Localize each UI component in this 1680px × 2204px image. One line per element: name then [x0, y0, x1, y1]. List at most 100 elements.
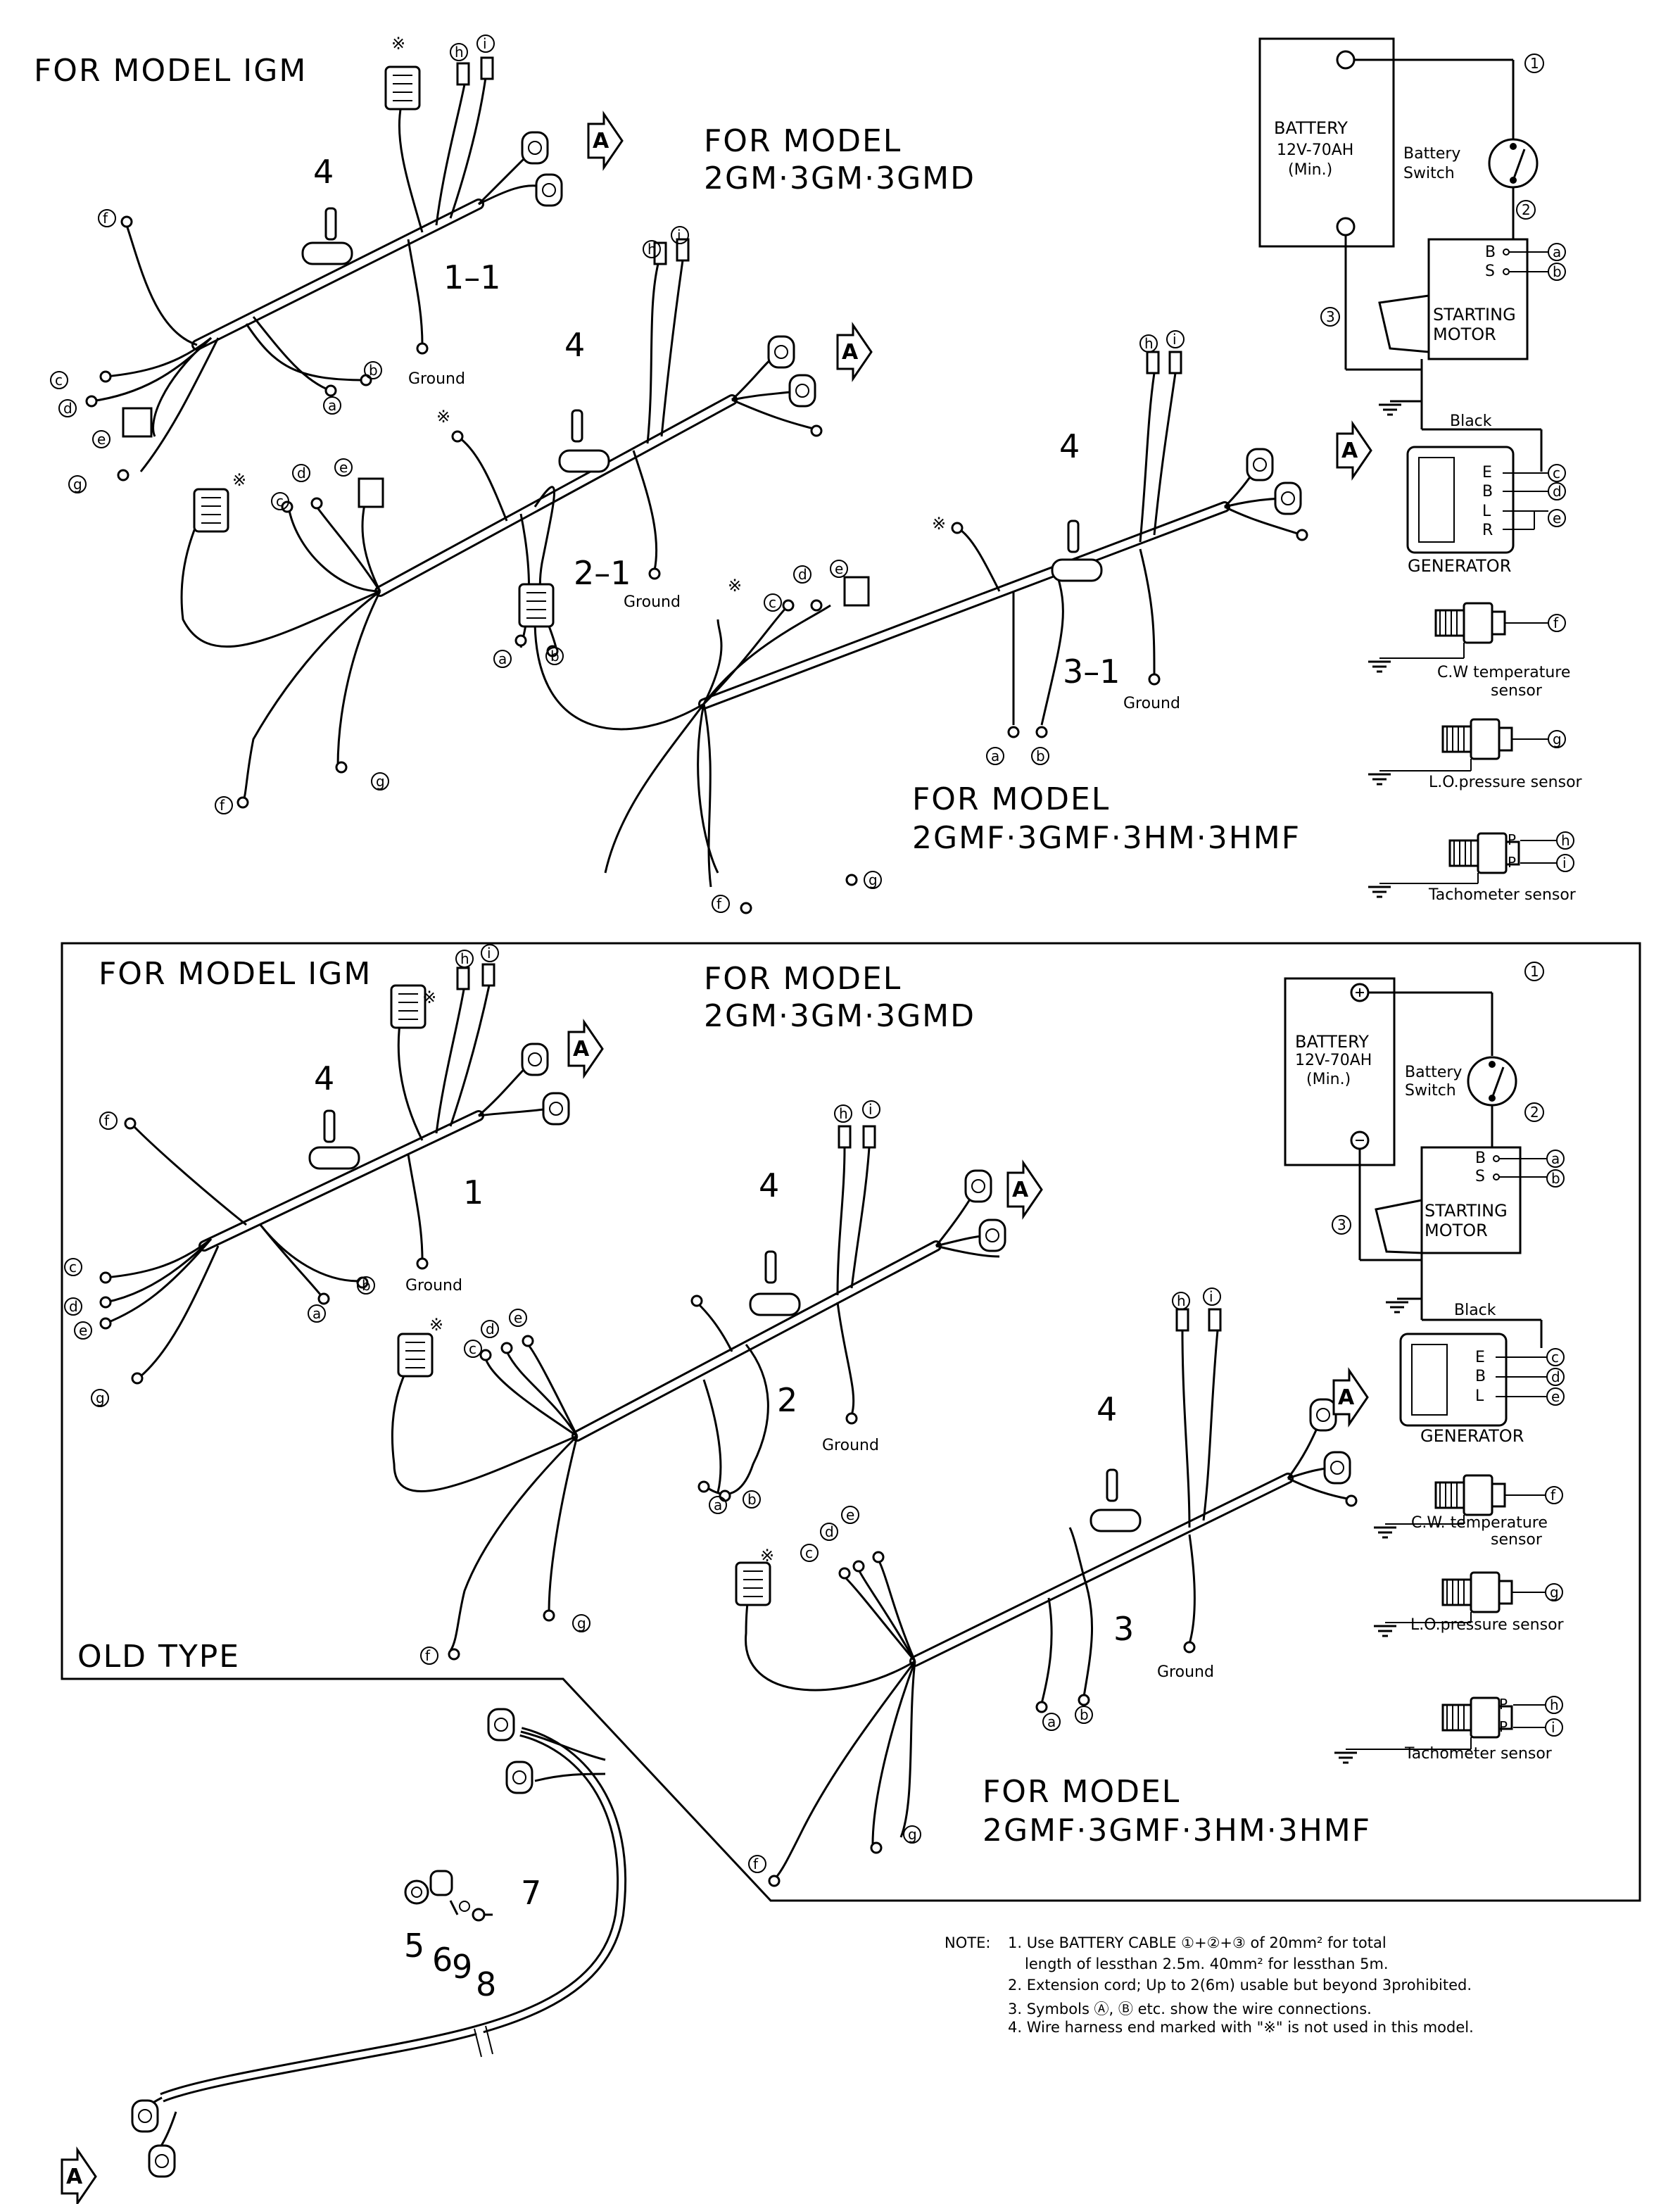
- title-top-1gm: FOR MODEL IGM: [34, 53, 307, 89]
- svg-text:g: g: [869, 871, 878, 888]
- svg-text:h: h: [1550, 1696, 1559, 1713]
- svg-text:d: d: [798, 566, 807, 583]
- part-label-8: 8: [476, 1965, 496, 2003]
- svg-text:d: d: [297, 465, 306, 481]
- cw-label-top-1: C.W temperature: [1437, 664, 1570, 681]
- svg-text:d: d: [1553, 483, 1562, 500]
- marker-f-circuit-old: f: [1545, 1486, 1563, 1504]
- svg-text:3: 3: [1337, 1216, 1346, 1233]
- marker-c-circuit-old: c: [1546, 1348, 1565, 1366]
- marker-f-top-3: f: [712, 895, 730, 913]
- ground-label-old-3: Ground: [1157, 1663, 1214, 1681]
- marker-i-circuit-top: i: [1556, 854, 1574, 872]
- terminal-s-top: S: [1485, 263, 1495, 280]
- circuit-top: BATTERY 12V-70AH (Min.) Battery Switch 1…: [1258, 37, 1583, 904]
- svg-text:i: i: [1551, 1719, 1555, 1736]
- marker-b-old-3: b: [1075, 1706, 1093, 1724]
- marker-e-old-3: e: [841, 1506, 859, 1524]
- battery-min-old: (Min.): [1306, 1071, 1351, 1088]
- star-old-3: ※: [760, 1546, 774, 1566]
- harness-1: 1 4 Ground ※ h i f c d e g a b: [64, 944, 604, 1407]
- marker-a-old-1: a: [308, 1304, 326, 1323]
- svg-text:b: b: [550, 648, 560, 665]
- tacho-label-top: Tachometer sensor: [1428, 886, 1577, 904]
- note-1a: 1. Use BATTERY CABLE ①+②+③ of 20mm² for …: [1008, 1934, 1387, 1951]
- old-type-label: OLD TYPE: [77, 1639, 240, 1675]
- part-label-5: 5: [404, 1927, 424, 1965]
- switch-label-old-2: Switch: [1405, 1082, 1456, 1100]
- svg-text:g: g: [908, 1826, 917, 1843]
- svg-text:f: f: [716, 895, 722, 912]
- generator-label-old: GENERATOR: [1420, 1426, 1524, 1446]
- switch-label-top-2: Switch: [1403, 165, 1455, 182]
- starting-motor-old: [1420, 1146, 1522, 1254]
- svg-text:e: e: [514, 1309, 522, 1326]
- title-old-2gm-line2: 2GM·3GM·3GMD: [704, 998, 975, 1034]
- marker-c-circuit-top: c: [1548, 464, 1566, 482]
- marker-b-top-3: b: [1031, 747, 1049, 765]
- marker-2-old: 2: [1524, 1102, 1544, 1122]
- marker-i-circuit-old: i: [1545, 1718, 1563, 1737]
- harness-label-2-1: 2–1: [574, 554, 631, 592]
- marker-d-old-1: d: [64, 1297, 82, 1316]
- svg-text:1: 1: [1530, 55, 1539, 72]
- svg-text:h: h: [1561, 832, 1570, 849]
- harness-1-1: 1–1 4 Ground ※ h i f c d e g a b: [50, 34, 624, 493]
- note-4: 4. Wire harness end marked with "※" is n…: [1008, 2019, 1474, 2036]
- svg-text:e: e: [1553, 510, 1561, 527]
- marker-b-circuit-old: b: [1546, 1169, 1565, 1188]
- marker-c-old-2: c: [464, 1340, 482, 1358]
- marker-f-old-2: f: [420, 1646, 438, 1665]
- title-top-2gm-line1: FOR MODEL: [704, 123, 902, 159]
- star-top-2b: ※: [232, 470, 246, 490]
- part-label-6: 6: [432, 1941, 453, 1979]
- svg-text:c: c: [69, 1259, 77, 1276]
- svg-text:e: e: [97, 431, 106, 448]
- gen-b-top: B: [1482, 483, 1493, 500]
- generator-label-top: GENERATOR: [1408, 556, 1511, 576]
- tacho-label-old: Tachometer sensor: [1404, 1745, 1553, 1763]
- svg-text:d: d: [63, 400, 72, 417]
- gen-l-old: L: [1475, 1387, 1484, 1405]
- svg-text:d: d: [69, 1298, 78, 1315]
- marker-d-top-1: d: [58, 399, 77, 417]
- star-top-1: ※: [391, 34, 405, 53]
- marker-i-top-3: i: [1166, 330, 1185, 348]
- marker-h-circuit-top: h: [1556, 831, 1574, 850]
- svg-text:f: f: [1553, 615, 1559, 631]
- gen-e-top: E: [1482, 464, 1492, 481]
- part-8-bolt: [472, 1908, 486, 1922]
- svg-text:e: e: [79, 1322, 87, 1339]
- svg-text:f: f: [103, 210, 108, 227]
- marker-c-old-3: c: [800, 1544, 819, 1562]
- battery-min-top: (Min.): [1288, 161, 1332, 179]
- marker-b-top-2: b: [545, 647, 564, 665]
- title-old-2gmf-line1: FOR MODEL: [983, 1774, 1180, 1810]
- svg-text:d: d: [486, 1321, 495, 1337]
- starter-label-top-1: STARTING: [1433, 305, 1516, 325]
- tacho-p2-old: P: [1499, 1718, 1508, 1735]
- marker-a-old-3: a: [1042, 1713, 1061, 1731]
- harness-2-1: 2–1 4 Ground ※ ※ h i c d e f g a b: [180, 226, 873, 814]
- marker-a-top-3: a: [986, 747, 1004, 765]
- tacho-p1-top: P: [1508, 831, 1516, 848]
- svg-text:d: d: [825, 1523, 834, 1540]
- marker-d-top-3: d: [793, 565, 811, 584]
- svg-text:a: a: [312, 1305, 321, 1322]
- marker-d-old-2: d: [481, 1320, 499, 1338]
- connector-a-circuit-top: [1336, 422, 1372, 479]
- part-6-clamp: [429, 1870, 453, 1896]
- marker-1-old: 1: [1524, 962, 1544, 981]
- svg-text:b: b: [1036, 748, 1045, 764]
- marker-1-top: 1: [1524, 53, 1544, 73]
- marker-a-top-2: a: [493, 650, 512, 668]
- switch-label-old-1: Battery: [1405, 1064, 1462, 1081]
- svg-text:e: e: [846, 1506, 854, 1523]
- marker-a-old-2: a: [709, 1496, 727, 1514]
- title-old-2gm-line1: FOR MODEL: [704, 961, 902, 997]
- marker-g-top-1: g: [68, 475, 87, 493]
- svg-text:1: 1: [1530, 963, 1539, 980]
- fuse-label-top-3: 4: [1059, 427, 1080, 465]
- svg-text:c: c: [276, 493, 284, 510]
- star-old-2: ※: [429, 1315, 443, 1335]
